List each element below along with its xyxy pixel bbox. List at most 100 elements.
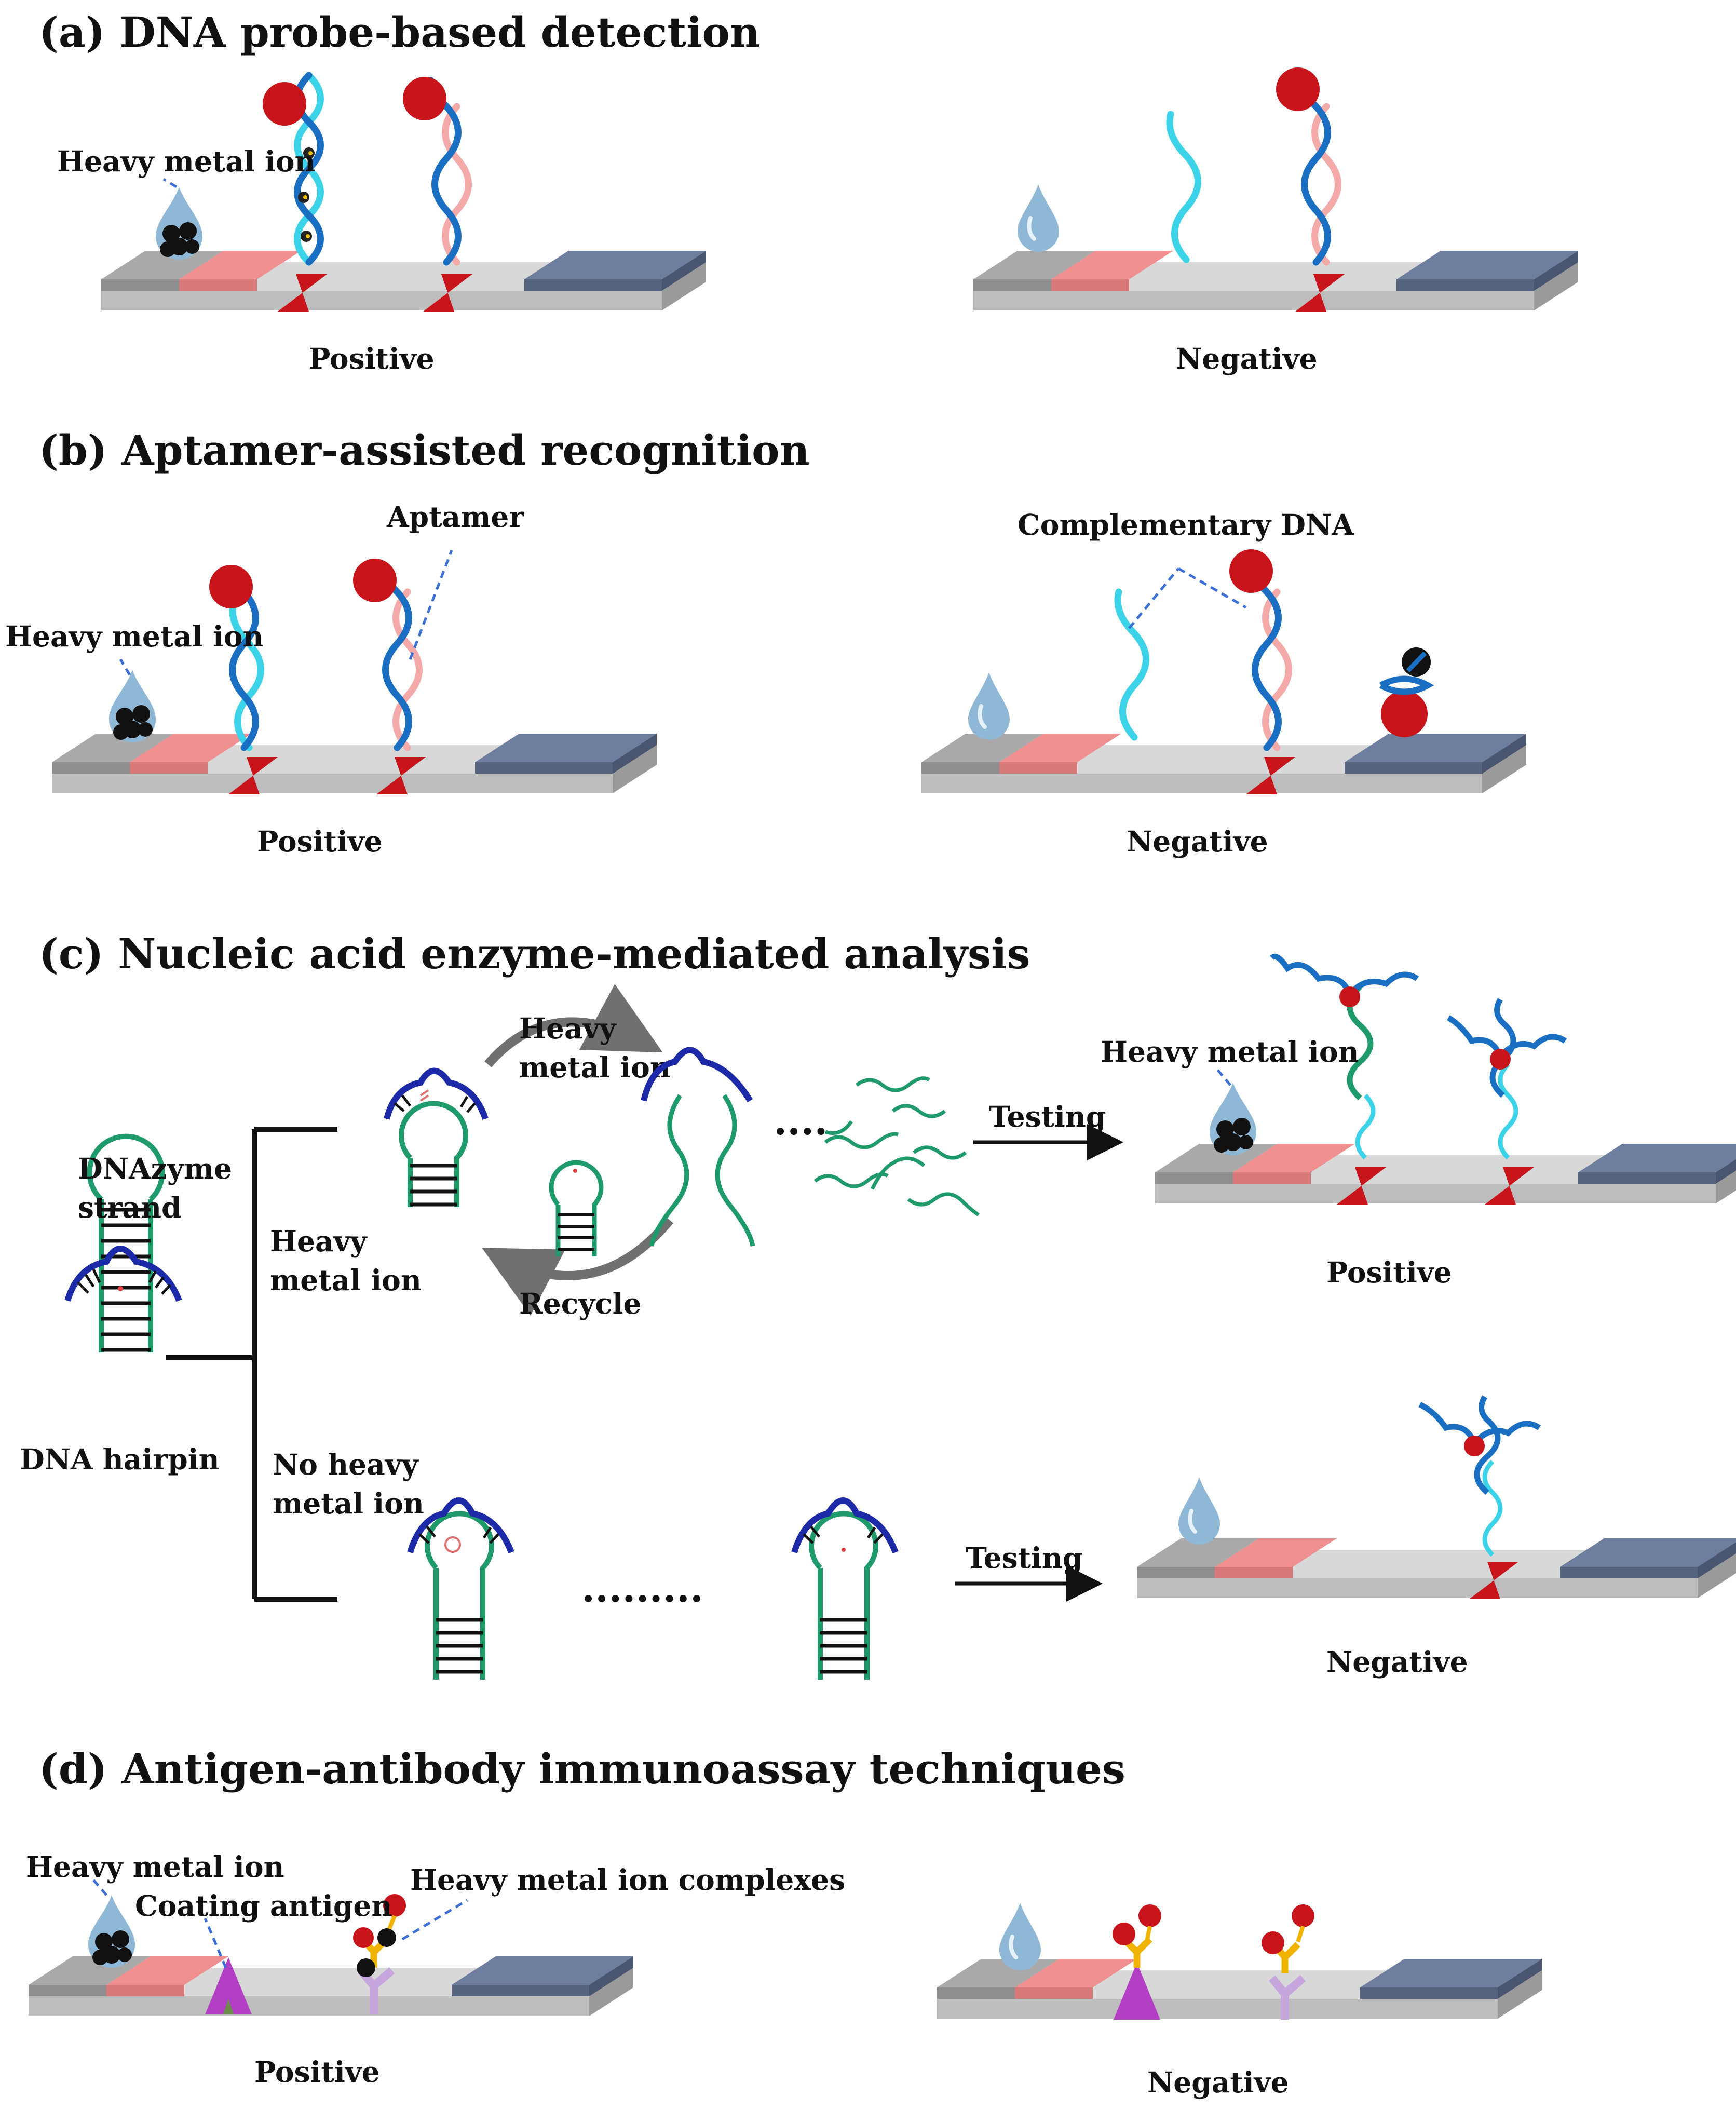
droplet-with-ions	[1210, 1083, 1256, 1155]
absorbent-pad-side	[662, 251, 706, 291]
absorbent-pad-front	[1360, 1987, 1498, 1999]
leader-line	[119, 658, 131, 676]
leader-line	[1128, 567, 1179, 629]
conjugate-pad-front	[130, 762, 208, 774]
dna-probe-single	[1297, 77, 1341, 266]
absorbent-pad	[1345, 734, 1526, 762]
conjugate-pad-front	[1215, 1567, 1293, 1578]
gold-nanoparticle	[1229, 549, 1273, 593]
strip-side	[1698, 1553, 1736, 1598]
gold-nanoparticle	[1276, 67, 1320, 111]
label-branch-no-metal-ion: metal ion	[273, 1486, 424, 1520]
label-branch-no-heavy: No heavy	[273, 1448, 419, 1481]
absorbent-pad-side	[613, 734, 657, 774]
absorbent-pad	[452, 1956, 633, 1985]
label-recycle: Recycle	[519, 1287, 642, 1320]
conjugate-pad	[1233, 1144, 1355, 1172]
conjugate-pad	[1051, 251, 1173, 279]
section-a-title: (a) DNA probe-based detection	[39, 8, 760, 57]
conjugate-pad	[106, 1956, 228, 1985]
absorbent-pad	[1360, 1959, 1542, 1987]
label-negative: Negative	[1127, 824, 1268, 858]
absorbent-pad-front	[1578, 1172, 1716, 1184]
ion-complex	[353, 1894, 406, 1977]
strip-side	[1482, 745, 1526, 793]
complementary-dna-strand	[1114, 588, 1149, 741]
label-testing: Testing	[989, 1100, 1106, 1133]
strip-a-positive: Heavy metal ion Positive	[57, 72, 706, 375]
sample-pad	[101, 251, 223, 279]
label-strand: strand	[78, 1191, 181, 1224]
label-cycle-heavy: Heavy	[519, 1011, 617, 1045]
label-branch-metal-ion: metal ion	[270, 1263, 422, 1297]
absorbent-pad-side	[1716, 1159, 1736, 1184]
control-probe	[1447, 998, 1567, 1160]
label-dna-hairpin: DNA hairpin	[20, 1442, 220, 1476]
absorbent-pad-side	[1698, 1542, 1736, 1578]
label-positive: Positive	[309, 342, 435, 375]
strip-front	[937, 1999, 1498, 2019]
sample-pad-front	[973, 279, 1051, 291]
test-strip	[52, 734, 657, 793]
droplet	[999, 1903, 1041, 1970]
control-probe	[1418, 1395, 1541, 1557]
leader-line	[162, 178, 178, 188]
leader-line	[409, 550, 453, 660]
test-strip	[973, 251, 1578, 310]
strip-front	[921, 774, 1482, 793]
absorbent-pad	[1560, 1538, 1736, 1567]
sample-pad-front	[1155, 1172, 1233, 1184]
branch-bracket	[166, 1127, 337, 1602]
section-c: (c) Nucleic acid enzyme-mediated analysi…	[20, 929, 1736, 1680]
aptamer-probe	[381, 565, 423, 751]
absorbent-pad-side	[1498, 1959, 1542, 1999]
strip-a-negative: Negative	[973, 67, 1578, 375]
label-heavy-metal-ion: Heavy metal ion	[5, 619, 264, 653]
label-complementary-dna: Complementary DNA	[1018, 508, 1354, 542]
recycled-hairpin	[549, 1160, 604, 1256]
coating-antigen-with-antibody	[1113, 1904, 1161, 2020]
control-line	[1469, 1562, 1518, 1599]
leader-line	[204, 1918, 227, 1968]
absorbent-pad-front	[475, 762, 613, 774]
sample-pad	[1137, 1538, 1259, 1567]
sample-pad-front	[52, 762, 130, 774]
strip-side	[1498, 1970, 1542, 2019]
label-negative: Negative	[1326, 1645, 1468, 1679]
many-cleaved-strands	[813, 1076, 980, 1216]
released-dnazyme	[641, 1047, 753, 1103]
test-strip	[1155, 1144, 1736, 1203]
strip-side	[1534, 262, 1578, 310]
label-positive: Positive	[257, 824, 383, 858]
label-negative: Negative	[1147, 2065, 1289, 2099]
sample-pad	[52, 734, 174, 762]
strip-b-negative: Complementary DNA Negative	[921, 508, 1526, 858]
gold-nanoparticle	[263, 82, 306, 126]
section-d-title: (d) Antigen-antibody immunoassay techniq…	[39, 1744, 1125, 1793]
droplet	[1178, 1477, 1220, 1545]
absorbent-pad-side	[1534, 251, 1578, 291]
dnazyme-cleavage-hairpin	[384, 1067, 489, 1207]
label-dnazyme: DNAzyme	[78, 1152, 232, 1185]
strip-front	[1137, 1578, 1698, 1598]
test-strip	[101, 251, 706, 310]
probe-with-cleaved-strand	[1270, 954, 1419, 1160]
label-heavy-metal-ion: Heavy metal ion	[1101, 1035, 1359, 1068]
leader-line	[1177, 567, 1247, 609]
strip-d-negative: Negative	[937, 1903, 1542, 2099]
absorbent-pad	[1578, 1144, 1736, 1172]
cycle-arrow-top	[484, 984, 663, 1067]
absorbent-pad-side	[1482, 734, 1526, 774]
absorbent-pad-front	[452, 1985, 589, 1996]
droplet	[1018, 184, 1059, 252]
absorbent-pad	[1396, 251, 1578, 279]
sample-pad	[973, 251, 1095, 279]
strip-c-negative: Negative	[1137, 1395, 1736, 1679]
test-line	[228, 757, 278, 794]
strip-side	[613, 745, 657, 793]
control-line	[1246, 757, 1295, 794]
strip-front	[101, 291, 662, 310]
absorbent-pad-front	[1396, 279, 1534, 291]
label-negative: Negative	[1176, 342, 1318, 375]
